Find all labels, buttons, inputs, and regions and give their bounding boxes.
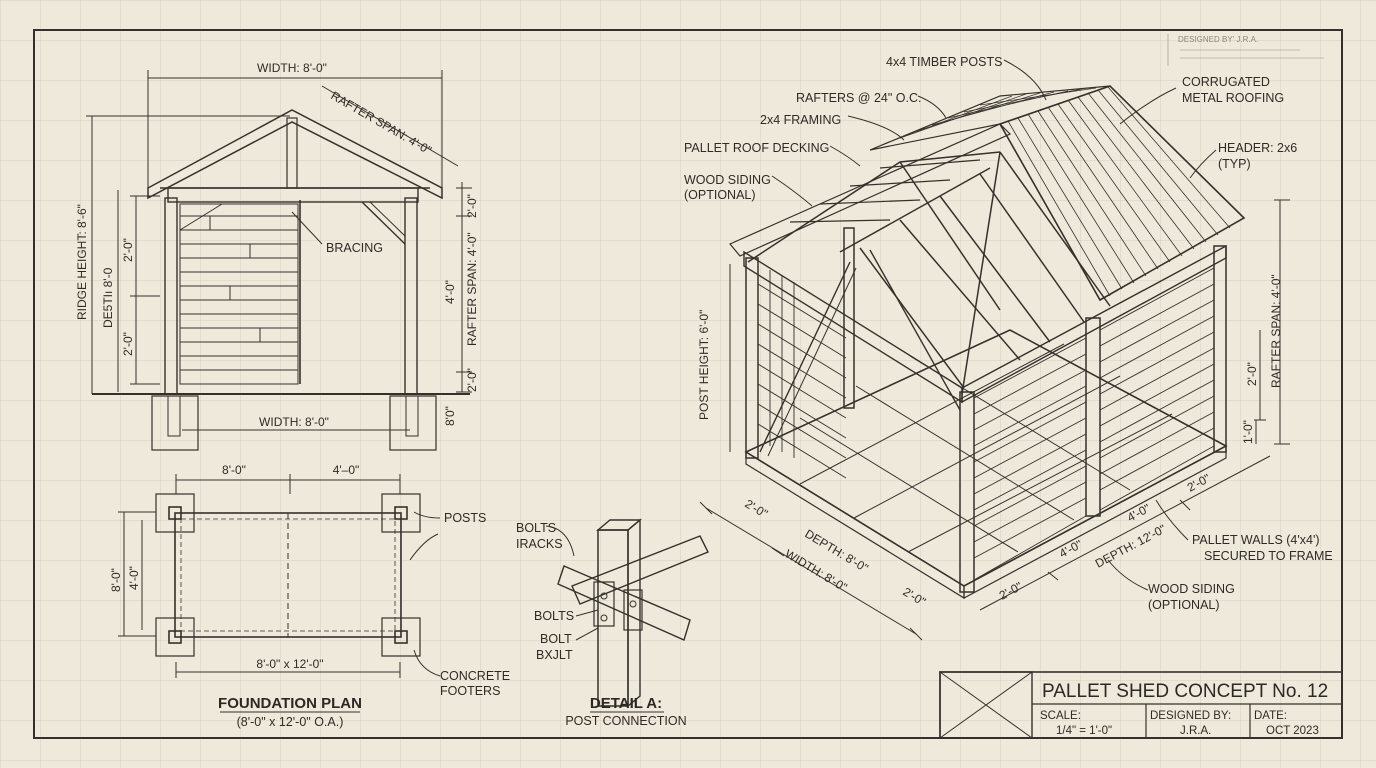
- dim-lower-label: 2'-0": [121, 332, 135, 356]
- sheet-border: [33, 29, 1343, 739]
- scale-value: 1/4" = 1'-0": [1056, 725, 1112, 737]
- width-bottom-label: WIDTH: 8'-0": [259, 415, 329, 429]
- roof-decking-label: PALLET ROOF DECKING: [684, 141, 829, 155]
- iso-dim-right-20: 2'-0": [1245, 362, 1259, 386]
- foundation-subtitle: (8'-0" x 12'-0" O.A.): [237, 715, 344, 729]
- date-value: OCT 2023: [1266, 725, 1319, 737]
- bolts-tracks-label-2: IRACKS: [516, 537, 563, 551]
- corner-stamp: DESIGNED BY' J.R.A.: [1167, 34, 1324, 66]
- dim-right-mid-label: 4'-0": [443, 280, 457, 304]
- dim-right-top-label: 2'-0": [465, 194, 479, 218]
- wood-siding-b-label-2: (OPTIONAL): [1148, 598, 1220, 612]
- bolt-label-2: BXJLT: [536, 648, 573, 662]
- iso-rafter-span-label: RAFTER SPAN: 4'-0": [1269, 274, 1283, 388]
- foundation-plan: 8'-0" 4'–0" 8'-0" 4'-0" 8'-0" x 12'-0" P…: [109, 463, 510, 729]
- found-dim-top-left: 8'-0": [222, 463, 246, 477]
- bolts-tracks-label-1: BOLTS: [516, 521, 556, 535]
- isometric-shed: [699, 59, 1290, 641]
- wood-siding-label-1: WOOD SIDING: [684, 173, 771, 187]
- height-side-label: DE5TIı 8'-0: [101, 267, 115, 328]
- iso-dim-right-10: 1'-0": [1241, 420, 1255, 444]
- detail-a-title: DETAIL A:: [590, 695, 662, 712]
- wood-siding-b-label-1: WOOD SIDING: [1148, 582, 1235, 596]
- posts-label: POSTS: [444, 511, 486, 525]
- width-top-label: WIDTH: 8'-0": [257, 61, 327, 75]
- detail-a: BOLTS IRACKS BOLTS BOLT BXJLT DETAIL A: …: [516, 518, 709, 728]
- found-dim-bottom: 8'-0" x 12'-0": [256, 657, 323, 671]
- header-label-1: HEADER: 2x6: [1218, 141, 1297, 155]
- bolts-label: BOLTS: [534, 609, 574, 623]
- rafters-label: RAFTERS @ 24" O.C.: [796, 91, 921, 105]
- pallet-walls-label-2: SECURED TO FRAME: [1204, 549, 1333, 563]
- corner-stamp-text: DESIGNED BY' J.R.A.: [1178, 35, 1258, 44]
- timber-posts-label: 4x4 TIMBER POSTS: [886, 55, 1002, 69]
- bracing-label: BRACING: [326, 241, 383, 255]
- found-dim-left-outer: 8'-0": [109, 568, 123, 592]
- foundation-title: FOUNDATION PLAN: [218, 695, 362, 712]
- dim-right-low-label: 2'-0": [465, 368, 479, 392]
- dim-upper-label: 2'-0": [121, 238, 135, 262]
- ridge-height-label: RIDGE HEIGHT: 8'-6": [75, 204, 89, 320]
- corrugated-label-2: METAL ROOFING: [1182, 91, 1284, 105]
- detail-a-subtitle: POST CONNECTION: [565, 714, 686, 728]
- date-label: DATE:: [1254, 710, 1287, 722]
- scale-label: SCALE:: [1040, 710, 1081, 722]
- designed-label: DESIGNED BY:: [1150, 710, 1231, 722]
- corrugated-label-1: CORRUGATED: [1182, 75, 1270, 89]
- post-height-label: POST HEIGHT: 6'-0": [697, 310, 711, 420]
- dim-footing-label: 8'0": [443, 406, 457, 426]
- found-dim-top-right: 4'–0": [333, 463, 360, 477]
- pallet-walls-label-1: PALLET WALLS (4'x4'): [1192, 533, 1320, 547]
- concrete-label-1: CONCRETE: [440, 669, 510, 683]
- header-label-2: (TYP): [1218, 157, 1251, 171]
- title-block: PALLET SHED CONCEPT No. 12 SCALE: 1/4" =…: [939, 671, 1343, 739]
- title-block-title: PALLET SHED CONCEPT No. 12: [1042, 681, 1328, 702]
- designed-value: J.R.A.: [1180, 725, 1211, 737]
- framing-label: 2x4 FRAMING: [760, 113, 841, 127]
- wood-siding-label-2: (OPTIONAL): [684, 188, 756, 202]
- rafter-span-right-label: RAFTER SPAN: 4'-0": [465, 232, 479, 346]
- concrete-label-2: FOOTERS: [440, 684, 500, 698]
- bolt-label-1: BOLT: [540, 632, 572, 646]
- found-dim-left-inner: 4'-0": [127, 566, 141, 590]
